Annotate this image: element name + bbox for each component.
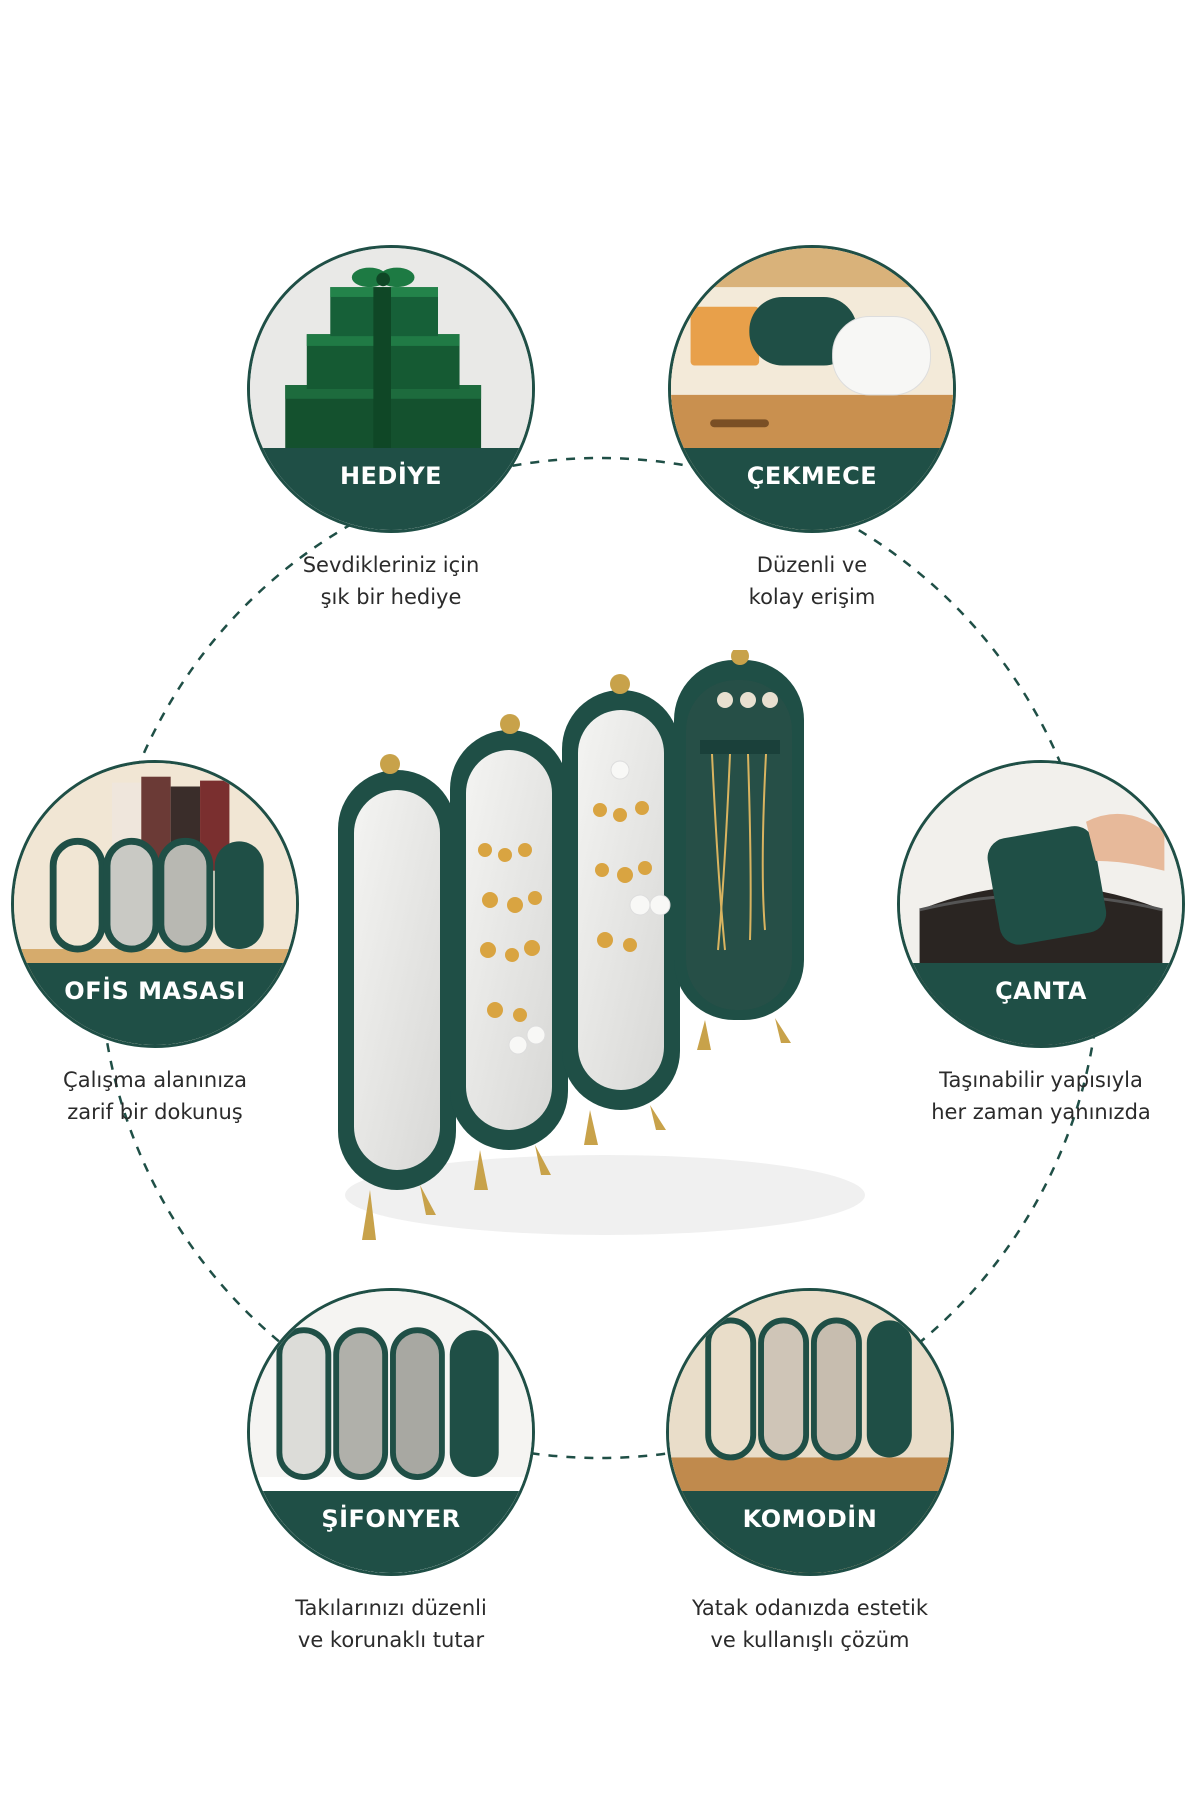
- feature-circle-komodin: KOMODİN: [666, 1288, 954, 1576]
- feature-circle-cekmece: ÇEKMECE: [668, 245, 956, 533]
- feature-cekmece: ÇEKMECE Düzenli ve kolay erişim: [662, 245, 962, 613]
- caption-line: her zaman yanınızda: [931, 1100, 1151, 1124]
- feature-caption: Taşınabilir yapısıyla her zaman yanınızd…: [891, 1064, 1191, 1128]
- caption-line: zarif bir dokunuş: [67, 1100, 243, 1124]
- feature-circle-sifonyer: ŞİFONYER: [247, 1288, 535, 1576]
- feature-sifonyer: ŞİFONYER Takılarınızı düzenli ve korunak…: [241, 1288, 541, 1656]
- feature-title-band: HEDİYE: [250, 448, 532, 530]
- caption-line: kolay erişim: [748, 585, 876, 609]
- feature-title-band: ŞİFONYER: [250, 1491, 532, 1573]
- caption-line: ve kullanışlı çözüm: [710, 1628, 910, 1652]
- feature-ofis-masasi: OFİS MASASI Çalışma alanınıza zarif bir …: [5, 760, 305, 1128]
- feature-caption: Düzenli ve kolay erişim: [662, 549, 962, 613]
- feature-title: KOMODİN: [742, 1505, 878, 1533]
- caption-line: Düzenli ve: [756, 553, 868, 577]
- feature-title-band: ÇANTA: [900, 963, 1182, 1045]
- feature-title: OFİS MASASI: [64, 977, 246, 1005]
- feature-title: HEDİYE: [339, 462, 443, 490]
- feature-title: ŞİFONYER: [321, 1505, 461, 1533]
- folding-jewelry-organizer-icon: [338, 650, 865, 1240]
- caption-line: Sevdikleriniz için: [302, 553, 480, 577]
- feature-caption: Sevdikleriniz için şık bir hediye: [241, 549, 541, 613]
- feature-caption: Takılarınızı düzenli ve korunaklı tutar: [241, 1592, 541, 1656]
- feature-title-band: KOMODİN: [669, 1491, 951, 1573]
- feature-circle-ofis-masasi: OFİS MASASI: [11, 760, 299, 1048]
- feature-caption: Yatak odanızda estetik ve kullanışlı çöz…: [660, 1592, 960, 1656]
- caption-line: Takılarınızı düzenli: [295, 1596, 487, 1620]
- caption-line: ve korunaklı tutar: [297, 1628, 485, 1652]
- caption-line: Çalışma alanınıza: [63, 1068, 247, 1092]
- feature-title-band: OFİS MASASI: [14, 963, 296, 1045]
- feature-circle-hediye: HEDİYE: [247, 245, 535, 533]
- feature-canta: ÇANTA Taşınabilir yapısıyla her zaman ya…: [891, 760, 1191, 1128]
- caption-line: Taşınabilir yapısıyla: [939, 1068, 1143, 1092]
- feature-circle-canta: ÇANTA: [897, 760, 1185, 1048]
- caption-line: Yatak odanızda estetik: [691, 1596, 929, 1620]
- feature-title: ÇEKMECE: [746, 462, 878, 490]
- feature-komodin: KOMODİN Yatak odanızda estetik ve kullan…: [660, 1288, 960, 1656]
- feature-hediye: HEDİYE Sevdikleriniz için şık bir hediye: [241, 245, 541, 613]
- feature-caption: Çalışma alanınıza zarif bir dokunuş: [5, 1064, 305, 1128]
- feature-title: ÇANTA: [995, 977, 1087, 1005]
- caption-line: şık bir hediye: [320, 585, 462, 609]
- feature-title-band: ÇEKMECE: [671, 448, 953, 530]
